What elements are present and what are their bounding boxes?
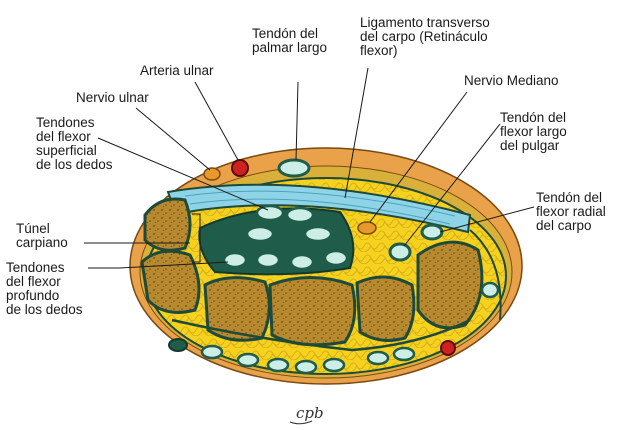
bone-capitate	[205, 278, 269, 341]
tendon-flexor-radial-line-1: flexor radial	[536, 204, 606, 219]
ulnar-artery	[232, 160, 248, 176]
tendon-flexor-radial-line-2: del carpo	[536, 218, 592, 233]
artist-signature: cpb	[296, 404, 324, 422]
arteria-ulnar-line-0: Arteria ulnar	[140, 63, 214, 78]
tunel-carpiano-line-0: Túnel	[16, 221, 50, 236]
tendones-flexor-profundo-line-2: profundo	[6, 288, 59, 303]
tendon-flexor-largo-pulgar-line-0: Tendón del	[500, 110, 566, 125]
radial-artery	[441, 341, 455, 355]
bone-hamate	[142, 251, 199, 312]
tendones-flexor-profundo-line-3: de los dedos	[6, 302, 83, 317]
tendon-flexor-largo-pulgar-line-2: del pulgar	[500, 138, 560, 153]
tendones-flexor-superficial-line-2: superficial	[36, 143, 97, 158]
ligamento-transverso-line-0: Ligamento transverso	[360, 15, 490, 30]
tendon-flexor-radial-line-0: Tendón del	[536, 190, 602, 205]
palmaris-longus-tendon	[279, 160, 309, 176]
label-nervio-mediano: Nervio Mediano	[464, 73, 559, 88]
flexor-pollicis-longus-tendon	[390, 244, 410, 260]
extensor-tendon	[482, 283, 498, 297]
median-nerve	[358, 222, 376, 234]
bone-trapezium	[418, 242, 482, 328]
ligamento-transverso-line-1: del carpo (Retináculo	[360, 29, 488, 44]
tendon-palmar-largo-line-1: palmar largo	[252, 40, 327, 55]
tendon-palmar-largo-line-0: Tendón del	[252, 26, 318, 41]
tendones-flexor-profundo-line-1: del flexor	[6, 274, 61, 289]
tendones-flexor-superficial-line-0: Tendones	[36, 115, 95, 130]
label-nervio-ulnar: Nervio ulnar	[76, 90, 149, 105]
bone-scaphoid	[357, 277, 414, 340]
label-arteria-ulnar: Arteria ulnar	[140, 63, 214, 78]
ligamento-transverso-line-2: flexor)	[360, 43, 398, 58]
tendones-flexor-superficial-line-3: de los dedos	[36, 157, 113, 172]
nervio-mediano-line-0: Nervio Mediano	[464, 73, 559, 88]
tunel-carpiano-line-1: carpiano	[16, 235, 68, 250]
tendon-flexor-largo-pulgar-line-1: flexor largo	[500, 124, 567, 139]
flexor-carpi-radialis-tendon	[422, 225, 442, 239]
tendones-flexor-profundo-line-0: Tendones	[6, 260, 65, 275]
tendones-flexor-superficial-line-1: del flexor	[36, 129, 91, 144]
nervio-ulnar-line-0: Nervio ulnar	[76, 90, 149, 105]
ulnar-nerve	[204, 168, 220, 180]
bone-trapezoid	[270, 278, 355, 345]
